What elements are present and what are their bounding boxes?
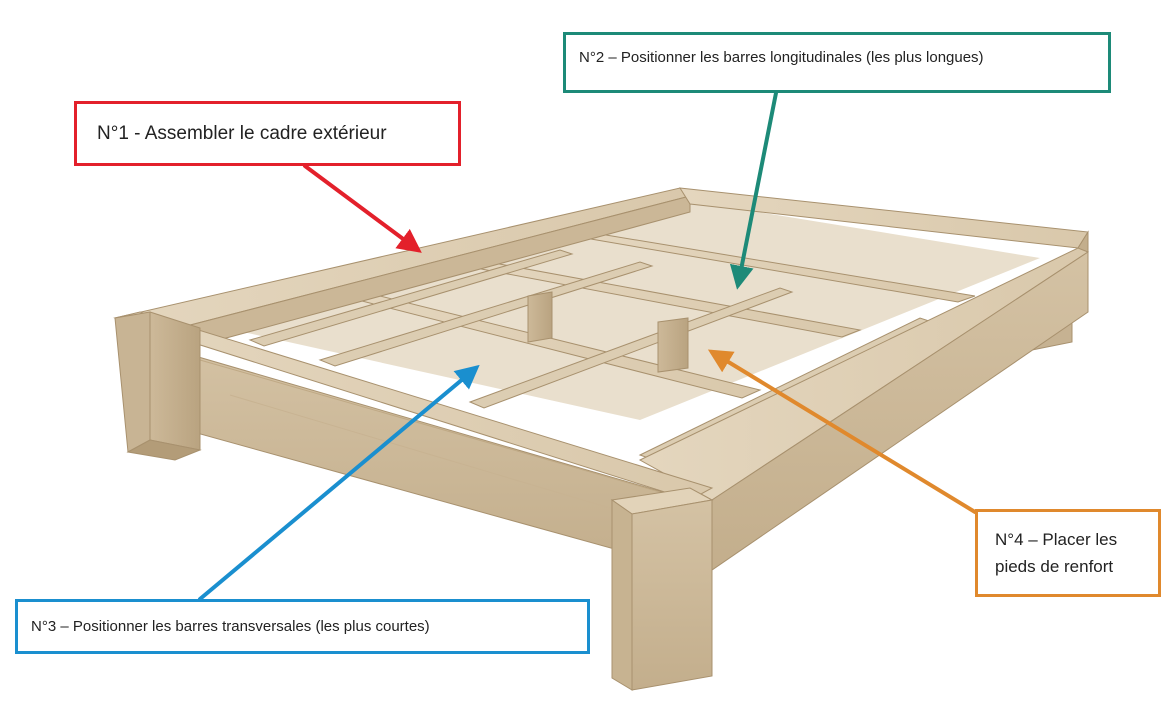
arrow-step1 bbox=[303, 164, 422, 253]
arrow-step3 bbox=[198, 364, 480, 601]
inner-far-rails bbox=[180, 196, 1040, 420]
callout-step2: N°2 – Positionner les barres longitudina… bbox=[563, 32, 1111, 93]
arrow-step4 bbox=[707, 349, 977, 514]
outer-frame-foot-rail bbox=[113, 311, 714, 571]
front-right-leg bbox=[610, 487, 714, 691]
callout-step1: N°1 - Assembler le cadre extérieur bbox=[74, 101, 461, 166]
callout-step2-text: N°2 – Positionner les barres longitudina… bbox=[579, 49, 984, 66]
callout-arrows bbox=[198, 91, 977, 601]
callout-step4-text: N°4 – Placer les pieds de renfort bbox=[995, 530, 1118, 576]
callout-step4: N°4 – Placer les pieds de renfort bbox=[975, 509, 1161, 597]
front-left-leg bbox=[114, 311, 202, 461]
callout-step3-text: N°3 – Positionner les barres transversal… bbox=[31, 618, 430, 635]
arrow-step2 bbox=[729, 91, 778, 290]
callout-step3: N°3 – Positionner les barres transversal… bbox=[15, 599, 590, 654]
support-feet bbox=[527, 291, 689, 373]
callout-step1-text: N°1 - Assembler le cadre extérieur bbox=[97, 122, 387, 144]
